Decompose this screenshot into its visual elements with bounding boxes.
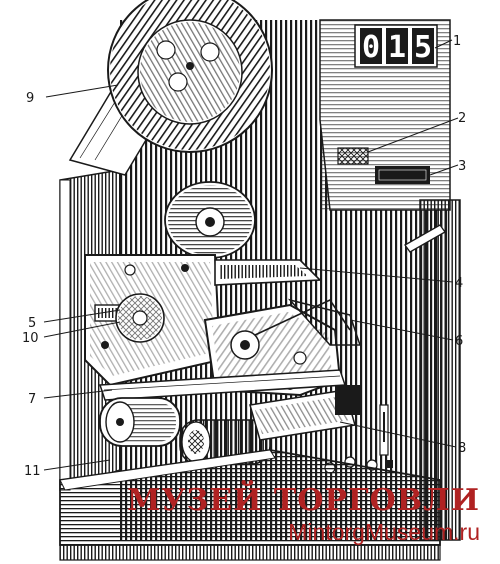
leader-line-10 (43, 321, 121, 338)
leader-line-6 (349, 319, 454, 341)
digit-counter: 0 1 5 (354, 24, 438, 68)
paper-reel (107, 0, 273, 153)
counter-digit: 1 (388, 30, 406, 65)
leader-line-9 (45, 84, 119, 98)
counter-wheel-3 (412, 28, 434, 64)
ribbon-spool (249, 385, 360, 441)
leader-line-1 (434, 39, 453, 49)
indicator-window (337, 147, 369, 165)
counter-wheel-1 (360, 28, 382, 64)
callout-6: 6 (455, 334, 463, 349)
watermark-url: MintorgMuseum.ru (288, 519, 480, 545)
counter-digit: 0 (362, 30, 380, 65)
slot-window (375, 166, 430, 184)
callout-7: 7 (28, 392, 36, 407)
callout-4: 4 (455, 276, 463, 291)
watermark-title: МУЗЕЙ ТОРГОВЛИ (127, 480, 480, 518)
base-plate (59, 449, 441, 561)
leader-line-8 (339, 421, 457, 448)
callout-11: 11 (24, 464, 41, 479)
leader-line-5 (43, 309, 121, 323)
callout-2: 2 (458, 111, 466, 126)
front-roller (99, 397, 181, 447)
leader-line-3 (429, 164, 459, 176)
print-head (287, 298, 362, 346)
drive-shaft (94, 293, 165, 343)
leader-line-7 (43, 389, 113, 399)
counter-digit: 5 (414, 30, 432, 65)
side-lever (379, 224, 446, 456)
callout-10: 10 (22, 331, 39, 346)
callout-9: 9 (26, 91, 34, 106)
watermark: МУЗЕЙ ТОРГОВЛИ MintorgMuseum.ru (127, 480, 480, 545)
callout-8: 8 (458, 441, 466, 456)
leader-line-11 (43, 459, 111, 471)
callout-3: 3 (458, 159, 466, 174)
upper-gear (164, 181, 256, 259)
callout-1: 1 (453, 34, 461, 49)
callout-5: 5 (28, 316, 36, 331)
leader-line-2 (367, 117, 459, 153)
leader-line-4 (299, 267, 454, 283)
leader-lines (43, 39, 459, 471)
counter-wheel-2 (386, 28, 408, 64)
callout-labels: 1 2 3 4 5 6 7 8 9 10 11 (22, 34, 466, 479)
